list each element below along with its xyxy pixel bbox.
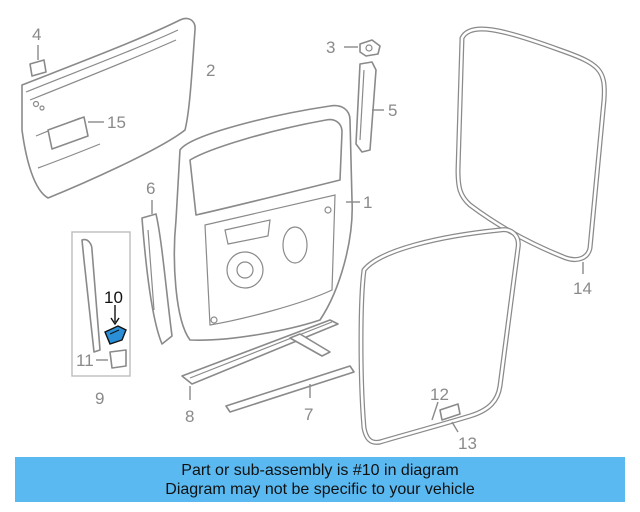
callout-5: 5 <box>388 101 397 120</box>
belt-strip-part[interactable] <box>355 61 384 153</box>
bracket-part[interactable] <box>96 349 127 369</box>
callout-8: 8 <box>185 407 194 426</box>
rocker-strip-part[interactable] <box>225 365 355 413</box>
callout-11: 11 <box>76 351 94 370</box>
group-box-9 <box>71 231 131 377</box>
callout-3: 3 <box>326 38 335 57</box>
callout-13: 13 <box>458 434 477 453</box>
banner-line-1: Part or sub-assembly is #10 in diagram <box>181 462 459 479</box>
callout-4: 4 <box>32 25 41 44</box>
banner-line-2: Diagram may not be specific to your vehi… <box>165 481 475 498</box>
bushing-part[interactable] <box>344 39 381 57</box>
body-weatherstrip-part[interactable] <box>455 26 607 274</box>
callout-9: 9 <box>95 389 104 408</box>
sill-strip-part[interactable] <box>181 319 339 400</box>
callout-10: 10 <box>104 288 123 307</box>
weatherstrip-part[interactable] <box>81 238 101 353</box>
highlighted-clip-part[interactable] <box>104 305 127 345</box>
callout-6: 6 <box>146 179 155 198</box>
outer-door-panel[interactable] <box>21 17 196 199</box>
clip-part[interactable] <box>29 45 47 77</box>
door-shell-part[interactable] <box>173 104 360 342</box>
callout-15: 15 <box>107 113 126 132</box>
door-weatherstrip-part[interactable] <box>358 227 521 445</box>
callout-1: 1 <box>363 193 372 212</box>
callout-14: 14 <box>573 279 592 298</box>
callout-12: 12 <box>430 385 449 404</box>
callout-7: 7 <box>304 405 313 424</box>
emblem-part[interactable] <box>47 116 104 150</box>
hinge-seal-part[interactable] <box>141 200 173 345</box>
retainer-part[interactable] <box>431 401 439 421</box>
info-banner: Part or sub-assembly is #10 in diagram D… <box>15 457 625 502</box>
callout-2: 2 <box>206 61 215 80</box>
